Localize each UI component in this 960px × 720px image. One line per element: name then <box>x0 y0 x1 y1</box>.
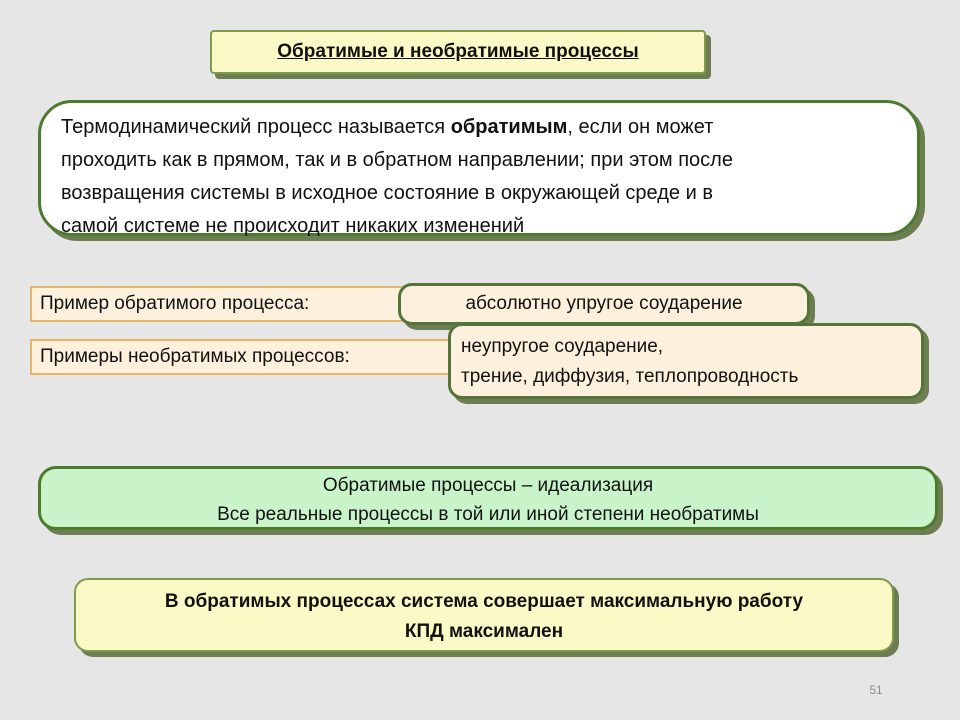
slide-title: Обратимые и необратимые процессы <box>210 30 706 74</box>
idealization-line-1: Обратимые процессы – идеализация <box>322 475 654 496</box>
definition-text: Термодинамический процесс называется <box>61 116 451 138</box>
irreversible-examples-box: неупругое соударение, трение, диффузия, … <box>448 323 924 399</box>
definition-box: Термодинамический процесс называется обр… <box>38 100 920 237</box>
reversible-example-text: абсолютно упругое соударение <box>465 293 743 314</box>
max-work-line-2: КПД максимален <box>404 621 564 642</box>
reversible-label-text: Пример обратимого процесса: <box>40 293 310 314</box>
irreversible-examples-label: Примеры необратимых процессов: <box>30 339 450 375</box>
definition-line-2: проходить как в прямом, так и в обратном… <box>61 149 733 171</box>
slide-title-text: Обратимые и необратимые процессы <box>277 41 639 62</box>
idealization-box: Обратимые процессы – идеализация Все реа… <box>38 466 938 530</box>
reversible-example-box: абсолютно упругое соударение <box>398 283 810 325</box>
irreversible-example-line-2: трение, диффузия, теплопроводность <box>461 366 799 387</box>
definition-line-3: возвращения системы в исходное состояние… <box>61 182 713 204</box>
reversible-example-label: Пример обратимого процесса: <box>30 286 416 322</box>
page-number: 51 <box>869 683 883 697</box>
definition-line-1: Термодинамический процесс называется обр… <box>61 111 897 144</box>
definition-text: , если он может <box>567 116 714 138</box>
irreversible-example-line-1: неупругое соударение, <box>461 336 664 357</box>
definition-line-4: самой системе не происходит никаких изме… <box>61 215 525 237</box>
idealization-line-2: Все реальные процессы в той или иной сте… <box>217 504 759 525</box>
max-work-line-1: В обратимых процессах система совершает … <box>164 591 804 612</box>
definition-keyword: обратимым <box>450 116 568 138</box>
max-work-box: В обратимых процессах система совершает … <box>74 578 894 652</box>
irreversible-label-text: Примеры необратимых процессов: <box>40 346 350 367</box>
